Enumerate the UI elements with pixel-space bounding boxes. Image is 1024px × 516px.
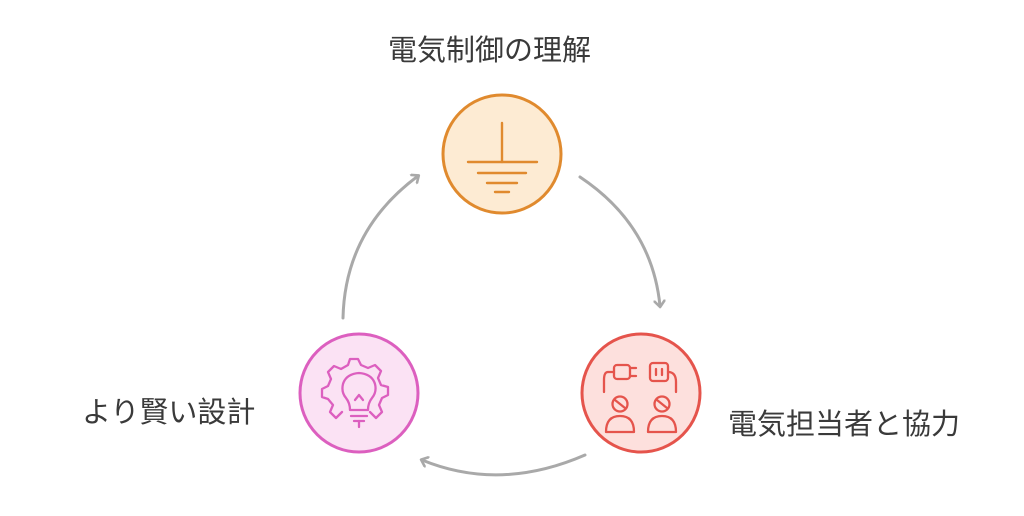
node-left-circle xyxy=(298,332,420,454)
node-top xyxy=(441,93,563,215)
gear-lightbulb-icon xyxy=(320,357,390,429)
node-right xyxy=(580,332,702,454)
ground-icon xyxy=(466,121,539,194)
node-right-circle xyxy=(580,332,702,454)
people-plug-icon xyxy=(602,361,678,434)
node-top-label: 電気制御の理解 xyxy=(388,33,592,67)
arrow-left-to-top xyxy=(341,176,418,320)
node-left xyxy=(298,332,420,454)
node-right-label: 電気担当者と協力 xyxy=(728,407,961,441)
arrow-right-to-left xyxy=(422,453,587,477)
node-left-label: より賢い設計 xyxy=(82,395,256,429)
arrow-top-to-right xyxy=(578,175,660,306)
